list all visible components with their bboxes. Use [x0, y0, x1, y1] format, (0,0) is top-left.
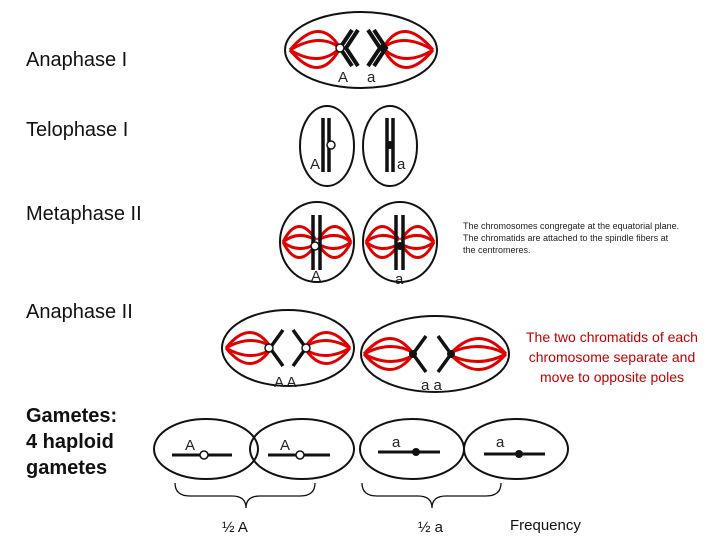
allele-ana2-right: a a [421, 377, 442, 394]
frequency-recessive: ½ a [418, 519, 444, 536]
label-metaphase-2: Metaphase II [26, 203, 142, 225]
anaphase2-note-line-2: chromosome separate and [528, 349, 696, 365]
label-anaphase-2: Anaphase II [26, 301, 133, 323]
anaphase2-note: The two chromatids of each chromosome se… [512, 327, 712, 387]
metaphase2-note-line-2: The chromatids are attached to the spind… [463, 233, 669, 243]
centromere-recessive [379, 44, 387, 52]
metaphase2-note-line-1: The chromosomes congregate at the equato… [463, 221, 680, 231]
gametes [153, 418, 569, 480]
anaphase2-note-line-1: The two chromatids of each [526, 329, 698, 345]
telophase1-cells [299, 105, 418, 187]
gametes-line-2: 4 haploid [26, 431, 114, 453]
allele-telo-right: a [397, 156, 406, 173]
allele-ana1-left: A [338, 69, 349, 86]
gametes-line-1: Gametes: [26, 405, 118, 427]
frequency-label: Frequency [510, 517, 581, 534]
allele-ana1-right: a [367, 69, 376, 86]
anaphase1-spindle [288, 30, 435, 69]
allele-meta2-right: a [395, 271, 404, 288]
allele-telo-left: A [310, 156, 321, 173]
anaphase2-cells [221, 309, 510, 393]
frequency-dominant: ½ A [222, 519, 248, 536]
metaphase2-cells [279, 201, 438, 283]
metaphase2-note: The chromosomes congregate at the equato… [463, 220, 713, 256]
allele-gamete-1: A [185, 437, 196, 454]
anaphase1-cell [284, 11, 438, 89]
centromere-dominant [335, 43, 345, 53]
gametes-line-3: gametes [26, 457, 108, 479]
label-gametes: Gametes: 4 haploid gametes [26, 403, 117, 481]
anaphase2-note-line-3: move to opposite poles [540, 369, 684, 385]
allele-ana2-left: A A [274, 374, 297, 391]
allele-gamete-3: a [392, 434, 401, 451]
metaphase2-note-line-3: the centromeres. [463, 245, 531, 255]
allele-gamete-4: a [496, 434, 505, 451]
frequency-braces [174, 482, 502, 509]
allele-meta2-left: A [311, 268, 322, 285]
label-telophase-1: Telophase I [26, 119, 129, 141]
label-anaphase-1: Anaphase I [26, 49, 128, 71]
allele-gamete-2: A [280, 437, 291, 454]
